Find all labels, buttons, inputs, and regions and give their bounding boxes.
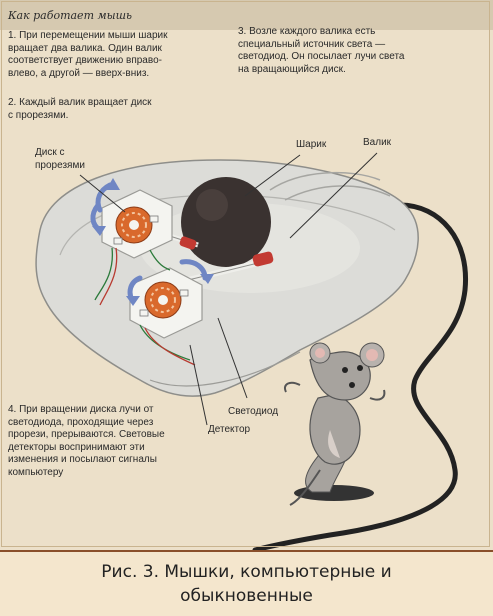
illustration-frame: Как работает мышь: [0, 0, 493, 550]
label-slotted-disk: Диск с прорезями: [35, 147, 85, 172]
label-led: Светодиод: [228, 406, 278, 419]
figure-caption: Рис. 3. Мышки, компьютерные и обыкновенн…: [0, 550, 493, 616]
ball: [181, 177, 271, 267]
caption-text: Рис. 3. Мышки, компьютерные и обыкновенн…: [0, 560, 493, 608]
label-detector: Детектор: [208, 424, 250, 437]
note-step-1: 1. При перемещении мыши шарик вращает дв…: [8, 30, 167, 80]
rodent-illustration: [285, 343, 384, 505]
note-step-3: 3. Возле каждого валика есть специальный…: [238, 26, 405, 76]
label-ball: Шарик: [296, 139, 326, 152]
note-step-2: 2. Каждый валик вращает диск с прорезями…: [8, 97, 152, 122]
label-roller: Валик: [363, 137, 391, 150]
note-step-4: 4. При вращении диска лучи от светодиода…: [8, 404, 165, 479]
